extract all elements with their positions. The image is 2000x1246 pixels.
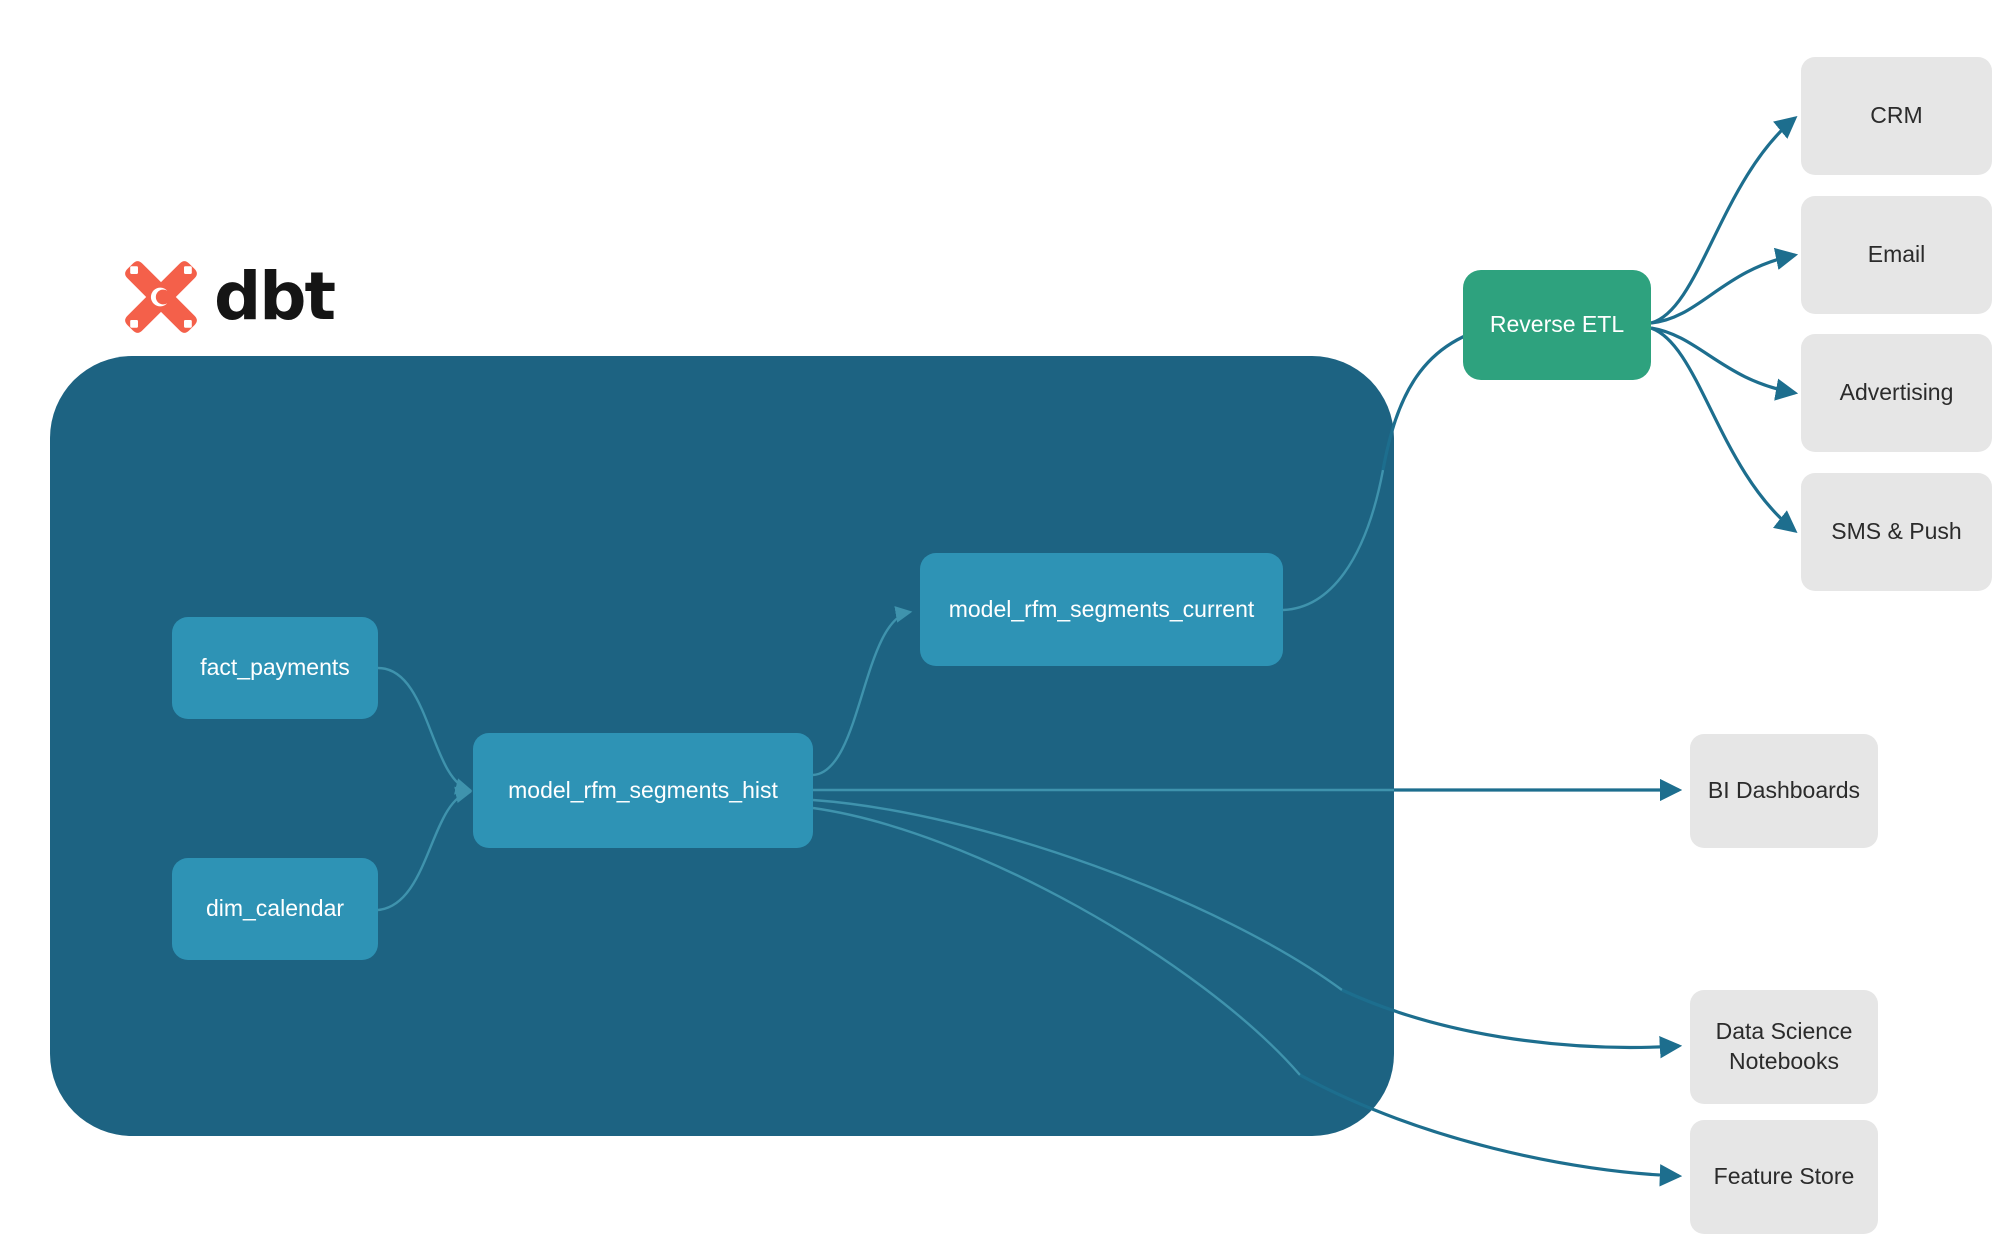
node-model-rfm-segments-current-label: model_rfm_segments_current [948,595,1255,622]
node-channel-sms-push[interactable]: SMS & Push [1801,473,1992,591]
edge-reverse-etl-to-email [1650,247,1799,325]
node-feature-store[interactable]: Feature Store [1690,1120,1878,1234]
node-dim-calendar[interactable]: dim_calendar [172,858,378,960]
dbt-logo-text: dbt [214,258,336,335]
node-model-rfm-segments-current[interactable]: model_rfm_segments_current [920,553,1283,666]
edge-reverse-etl-to-crm [1650,115,1798,325]
edge-reverse-etl-to-sms-push [1650,326,1798,533]
node-channel-crm-label: CRM [1870,102,1923,129]
node-channel-crm[interactable]: CRM [1801,57,1992,175]
node-data-science-notebooks[interactable]: Data Science Notebooks [1690,990,1878,1104]
node-model-rfm-segments-hist-label: model_rfm_segments_hist [508,776,778,803]
node-reverse-etl-label: Reverse ETL [1489,311,1625,338]
dbt-logo-icon [125,261,197,333]
node-fact-payments-label: fact_payments [200,654,350,681]
node-data-science-notebooks-label-line1: Data Science [1715,1018,1853,1045]
node-channel-sms-push-label: SMS & Push [1831,518,1962,545]
node-channel-advertising[interactable]: Advertising [1801,334,1992,452]
node-data-science-notebooks-label-line2: Notebooks [1729,1048,1839,1074]
edge-reverse-etl-to-advertising [1650,326,1799,401]
node-fact-payments[interactable]: fact_payments [172,617,378,719]
node-channel-email-label: Email [1867,241,1926,268]
node-channel-advertising-label: Advertising [1839,379,1954,406]
node-bi-dashboards[interactable]: BI Dashboards [1690,734,1878,848]
node-feature-store-label: Feature Store [1713,1163,1855,1190]
dbt-logo: dbt [122,258,336,336]
node-bi-dashboards-label: BI Dashboards [1707,777,1861,804]
node-reverse-etl[interactable]: Reverse ETL [1463,270,1651,380]
node-channel-email[interactable]: Email [1801,196,1992,314]
node-model-rfm-segments-hist[interactable]: model_rfm_segments_hist [473,733,813,848]
node-dim-calendar-label: dim_calendar [205,895,345,922]
